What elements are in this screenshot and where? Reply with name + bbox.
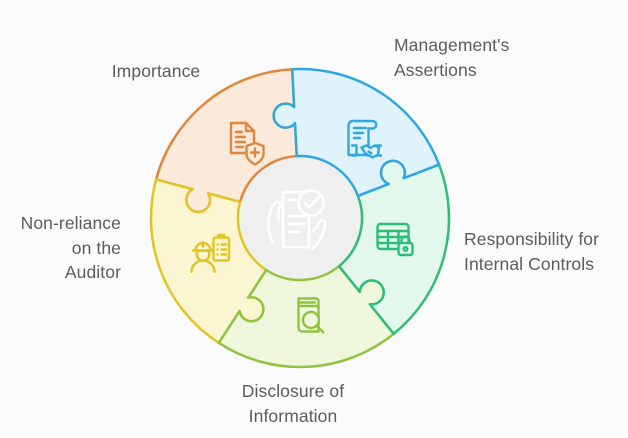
label-line: Disclosure of [241,381,345,401]
label-line: Information [248,405,338,426]
label-line: Auditor [64,262,121,282]
book-magnifier-icon [297,297,325,334]
label-line: Assertions [394,59,477,80]
label-line: Internal Controls [464,253,595,274]
label-line: Non-reliance [20,213,121,233]
puzzle-pieces [149,67,451,369]
label-importance: Importance [56,59,256,84]
document-shield-plus-icon [229,121,265,166]
label-disclosure-of-information: Disclosure of Information [193,379,393,428]
label-line: Importance [111,61,201,81]
center-disc [238,156,362,280]
table-lock-icon [376,222,414,257]
label-managements-assertions: Management's Assertions [394,33,594,82]
label-responsibility-internal-controls: Responsibility for Internal Controls [464,227,628,276]
worker-checklist-icon [190,233,231,274]
label-line: on the [71,237,121,258]
label-line: Management's [394,35,510,55]
label-non-reliance-on-auditor: Non-reliance on the Auditor [0,211,121,285]
scroll-handshake-icon [347,119,383,159]
label-line: Responsibility for [464,229,600,249]
hands-document-check-icon [267,189,327,251]
